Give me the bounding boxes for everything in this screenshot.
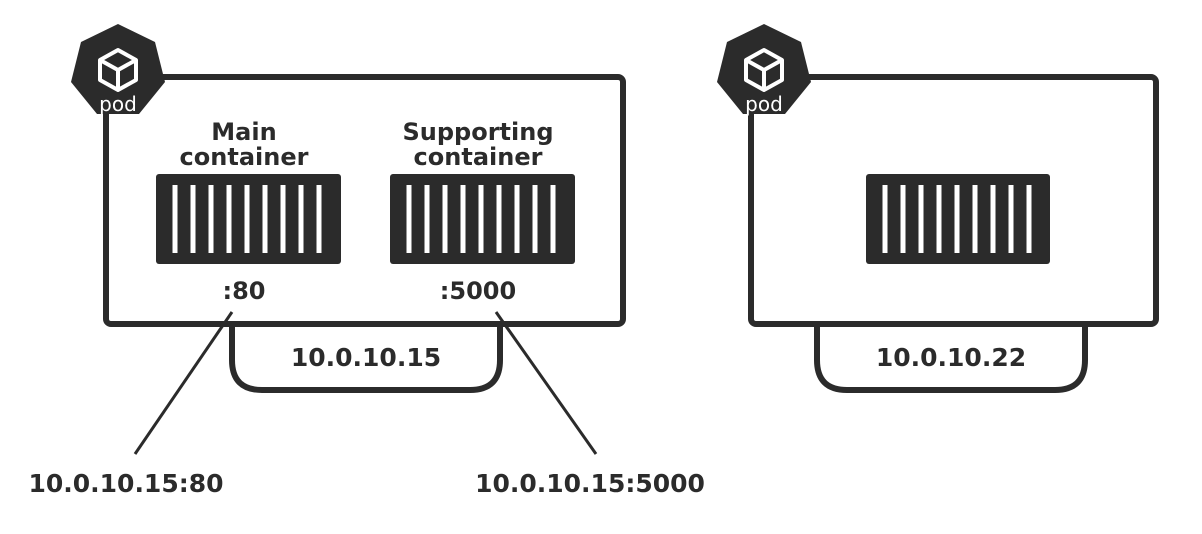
pod2-cube-icon (744, 48, 784, 92)
pod1-ip-tab: 10.0.10.15 (229, 324, 503, 393)
endpoint-label-80: 10.0.10.15:80 (28, 469, 223, 498)
pod2-ip-label: 10.0.10.22 (876, 343, 1026, 372)
pod1-badge: pod (71, 24, 165, 116)
supporting-container-title-line1: Supporting (402, 118, 553, 146)
main-container-title-line1: Main (211, 118, 276, 146)
pod2-badge: pod (717, 24, 811, 116)
pod2-container-icon (866, 174, 1050, 264)
pod1-cube-icon (98, 48, 138, 92)
pod2-ip-tab: 10.0.10.22 (814, 324, 1088, 393)
main-container-title-line2: container (180, 143, 309, 171)
supporting-container-icon (390, 174, 575, 264)
supporting-container-title-line2: container (414, 143, 543, 171)
main-container-icon (156, 174, 341, 264)
leader-line-port-5000 (494, 311, 598, 455)
pod2-badge-label: pod (745, 92, 783, 116)
supporting-container-port: :5000 (440, 277, 516, 305)
endpoint-label-5000: 10.0.10.15:5000 (475, 469, 705, 498)
pod1-badge-label: pod (99, 92, 137, 116)
main-container-port: :80 (223, 277, 266, 305)
leader-line-port-80 (133, 311, 234, 455)
pod1-ip-label: 10.0.10.15 (291, 343, 441, 372)
